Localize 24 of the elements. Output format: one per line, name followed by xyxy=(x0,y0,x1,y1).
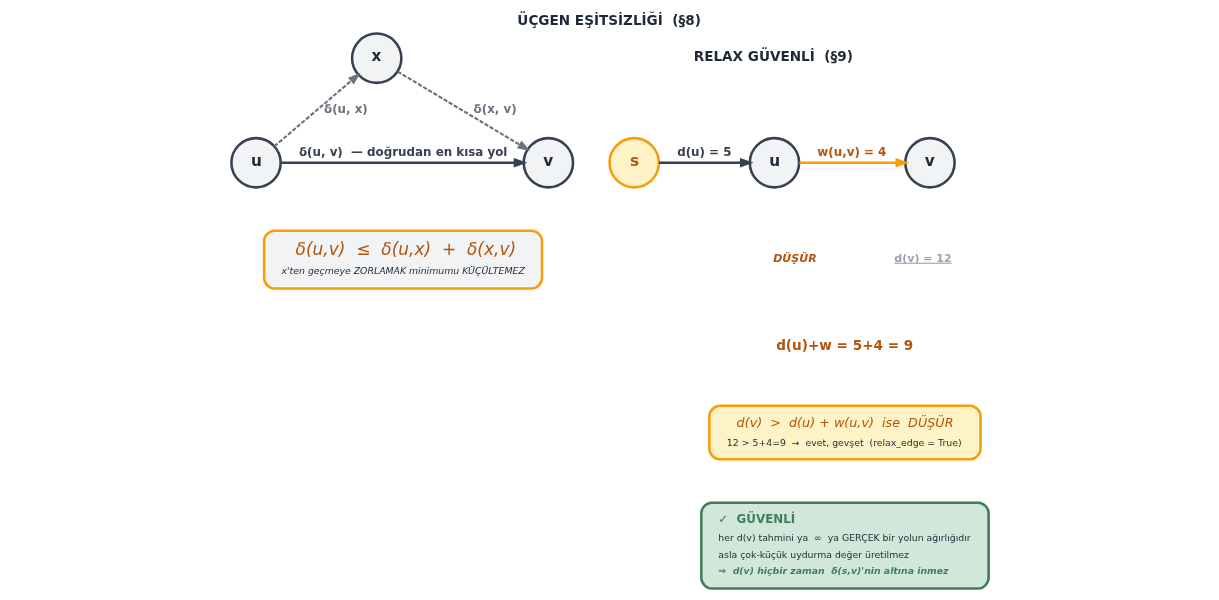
node-circle: v xyxy=(903,136,956,189)
node-box: δ(u,v) ≤ δ(u,x) + δ(x,v) x'ten geçmeye ZORLAMAK minimumu KÜÇÜLTEMEZ xyxy=(262,229,543,290)
label: d(v) = 12 xyxy=(893,251,952,265)
node-box: ✓ GÜVENLİ her d(v) tahmini ya ∞ ya GERÇEK bir yolun ağırlığıdır asla çok-küçük uydurma değer üretilmez ⇒ d(v) hiçbir zaman δ(s,v)'nin altına inmez xyxy=(699,501,990,590)
arrow xyxy=(396,70,530,151)
node-circle: u xyxy=(748,136,800,189)
node-circle: u xyxy=(229,136,282,189)
arrow xyxy=(658,158,754,168)
arrow xyxy=(280,158,527,168)
node-circle: s xyxy=(607,136,660,189)
arrow xyxy=(798,158,909,168)
edge-label: w(u,v) = 4 xyxy=(816,145,886,160)
arrow xyxy=(273,72,361,147)
node-box: d(v) > d(u) + w(u,v) ise DÜŞÜR 12 > 5+4=9 → evet, gevşet (relax_edge = True) xyxy=(707,404,982,461)
edge-label: d(u) = 5 xyxy=(676,145,731,160)
label: d(u)+w = 5+4 = 9 xyxy=(775,336,913,353)
label: DÜŞÜR xyxy=(772,251,817,265)
edge-label: δ(u, x) xyxy=(323,101,368,116)
diagram-title: ÜÇGEN EŞİTSİZLİĞİ (§8) xyxy=(516,11,701,28)
label: RELAX GÜVENLİ (§9) xyxy=(693,47,853,64)
node-circle: x xyxy=(350,32,403,85)
edge-label: δ(x, v) xyxy=(473,101,517,116)
edge-label: δ(u, v) — doğrudan en kısa yol xyxy=(298,145,507,160)
node-circle: v xyxy=(521,136,574,189)
